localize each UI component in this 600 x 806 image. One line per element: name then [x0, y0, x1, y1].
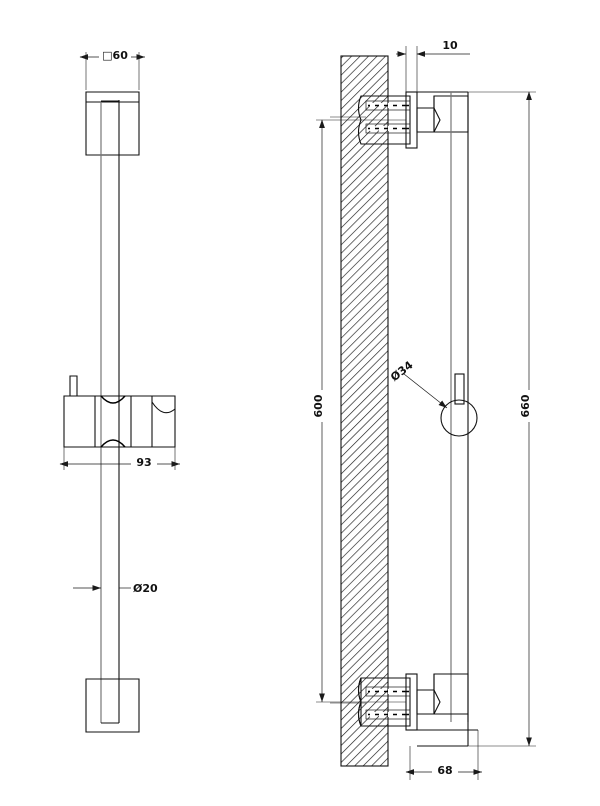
- handshower-holder-knob: [440, 373, 478, 437]
- bottom-wall-plate: [85, 678, 140, 733]
- dimension-label-plate-width: □60: [102, 49, 128, 62]
- top-bracket-arm: [416, 107, 441, 133]
- anchor-centerlines: [330, 116, 366, 704]
- top-wall-plate: [85, 91, 140, 156]
- dimension-total-projection: 68: [405, 730, 482, 780]
- bottom-bracket-arm: [416, 689, 441, 715]
- wall-anchor-top-2: [365, 123, 411, 134]
- dimension-slider-width: 93: [59, 447, 180, 470]
- dimension-label-overall-length: 660: [519, 394, 532, 417]
- dimension-overall-length: 660: [468, 91, 536, 747]
- bottom-bracket: [357, 673, 478, 747]
- wall-anchor-bottom-2: [365, 709, 411, 720]
- dimension-rail-diameter: Ø20: [73, 582, 158, 595]
- dimension-wall-plate-projection: 10: [396, 39, 470, 92]
- front-view: □60 93 Ø20: [59, 48, 180, 733]
- dimension-label-wall-plate-projection: 10: [442, 39, 458, 52]
- rail-side: [450, 92, 469, 722]
- dimension-label-total-projection: 68: [437, 764, 452, 777]
- dimension-label-bracket-centres: 600: [312, 394, 325, 417]
- dimension-label-rail-diameter: Ø20: [133, 582, 158, 595]
- side-section-view: 10 600 660 Ø34 68: [310, 39, 536, 780]
- wall-section: [340, 55, 389, 767]
- dimension-bracket-centres: 600: [310, 119, 406, 703]
- wall-anchor-top-1: [365, 100, 411, 111]
- rail: [100, 100, 120, 723]
- dimension-label-slider-width: 93: [136, 456, 151, 469]
- dimension-plate-width: □60: [79, 48, 145, 90]
- wall-anchor-bottom-1: [365, 686, 411, 697]
